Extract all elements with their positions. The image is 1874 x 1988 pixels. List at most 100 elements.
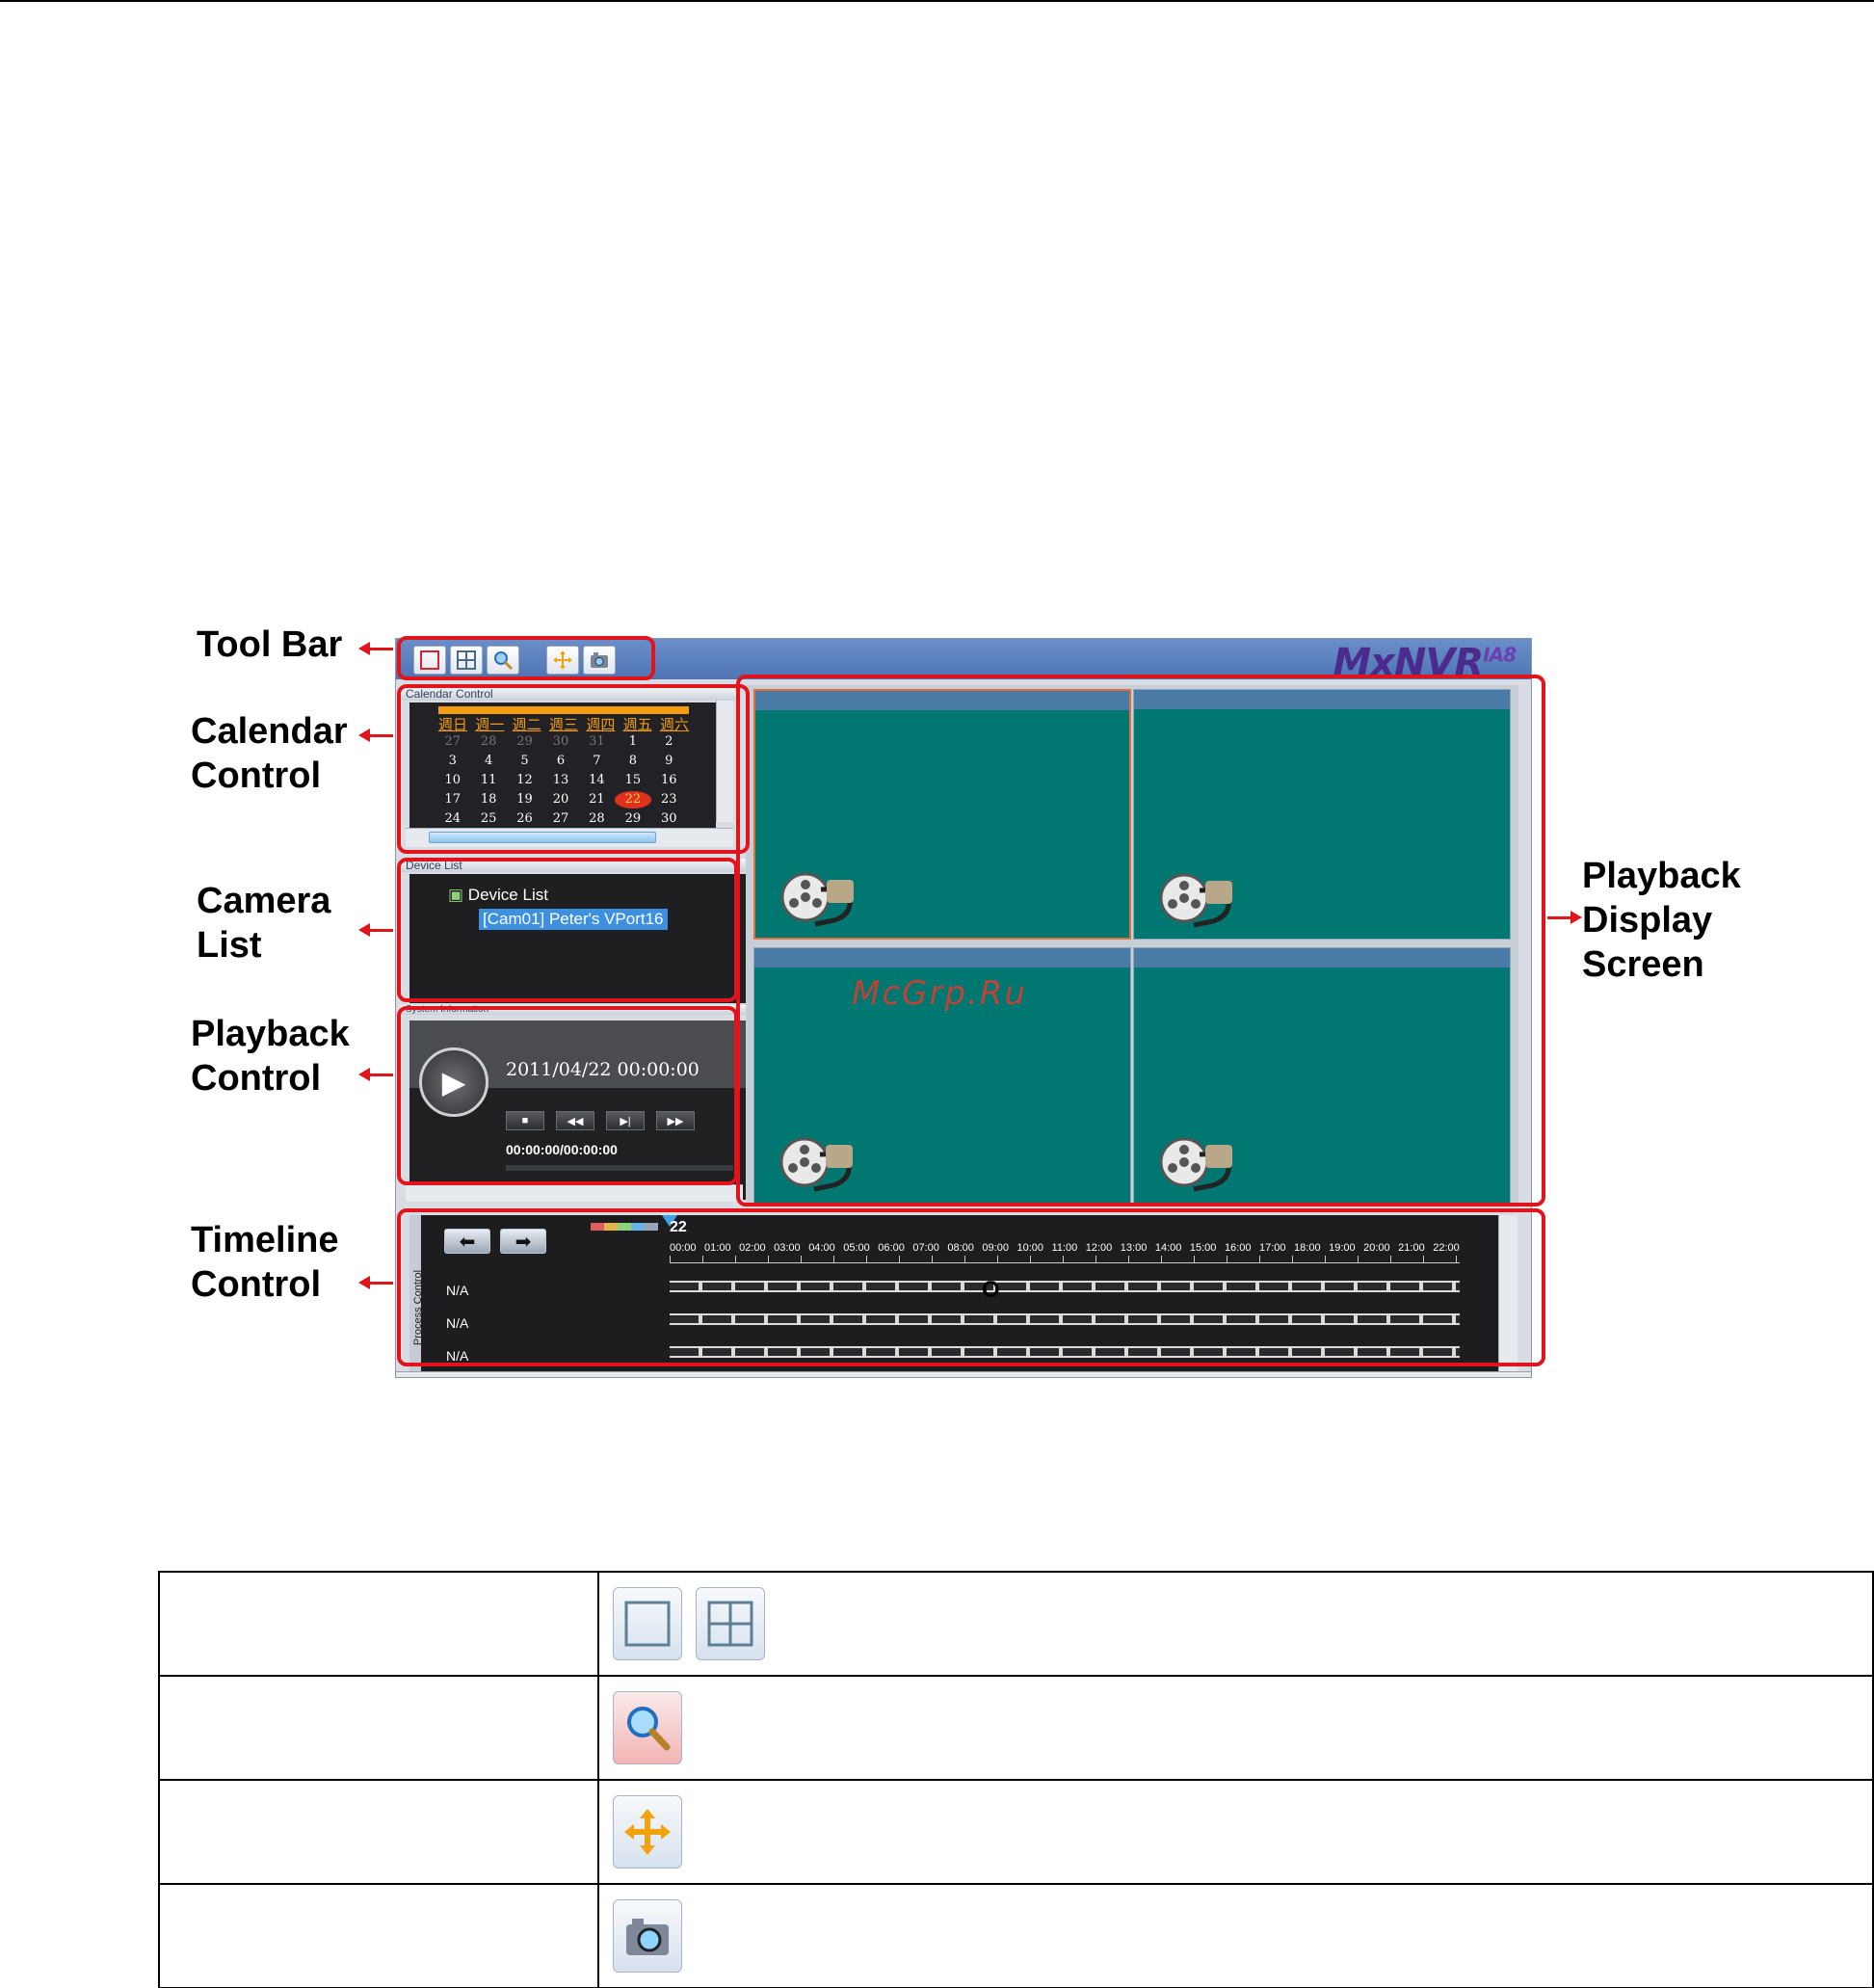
timeline-next-button[interactable]: ➡: [500, 1229, 546, 1254]
calendar-day[interactable]: 22: [615, 791, 651, 808]
calendar-day[interactable]: 23: [661, 792, 677, 807]
watermark-text: McGrp.Ru: [852, 974, 1027, 1013]
timeline-position-marker[interactable]: [662, 1215, 677, 1227]
calendar-day[interactable]: 9: [665, 754, 673, 768]
table-cell-label: [158, 1779, 599, 1885]
timeline-track-2[interactable]: [670, 1313, 1460, 1325]
table-cell-label: [158, 1675, 599, 1781]
timeline-side-tab: Process Control: [409, 1215, 424, 1375]
move-icon[interactable]: [546, 646, 579, 675]
device-list-root[interactable]: ▣ Device List: [448, 886, 548, 904]
rewind-button[interactable]: ◀◀: [556, 1111, 594, 1130]
calendar-day[interactable]: 26: [516, 811, 533, 826]
calendar-day[interactable]: 30: [661, 811, 677, 826]
step-forward-button[interactable]: ▶|: [606, 1111, 645, 1130]
table-cell-label: [158, 1571, 599, 1677]
video-cell-caption: [1134, 690, 1510, 709]
calendar-day[interactable]: 28: [480, 734, 497, 749]
calendar-day[interactable]: 7: [593, 754, 601, 768]
timeline-hour-label: 21:00: [1398, 1242, 1425, 1254]
table-row: [158, 1883, 1874, 1988]
film-reel-icon: [1159, 873, 1232, 928]
calendar-day[interactable]: 27: [552, 811, 569, 826]
play-icon[interactable]: ▶: [419, 1047, 488, 1117]
calendar-weekday-label: 週六: [659, 717, 689, 733]
app-logo: MxNVRIA8: [1333, 641, 1517, 685]
calendar-day[interactable]: 29: [516, 734, 533, 749]
timeline-hour-label: 09:00: [982, 1242, 1009, 1254]
quad-view-icon[interactable]: [450, 646, 483, 675]
calendar-day[interactable]: 6: [556, 754, 566, 768]
timeline-hour-label: 05:00: [843, 1242, 870, 1254]
table-row: [158, 1779, 1874, 1885]
calendar-day[interactable]: 31: [589, 734, 605, 749]
calendar-horizontal-scrollbar[interactable]: [406, 828, 733, 847]
video-cell-3[interactable]: [753, 947, 1131, 1204]
calendar-day[interactable]: 12: [516, 773, 533, 787]
timeline-hour-label: 00:00: [670, 1242, 697, 1254]
timeline-track-3[interactable]: [670, 1346, 1460, 1358]
calendar-day[interactable]: 3: [448, 754, 457, 768]
calendar-day[interactable]: 21: [589, 792, 605, 807]
timeline-hour-label: 22:00: [1433, 1242, 1460, 1254]
timeline-hour-label: 07:00: [912, 1242, 939, 1254]
calendar-day[interactable]: 2: [665, 734, 673, 749]
single-view-icon[interactable]: [413, 646, 446, 675]
left-panel-horizontal-scrollbar[interactable]: [406, 1184, 743, 1202]
monitor-icon: ▣: [448, 886, 464, 904]
video-cell-caption: [1134, 948, 1510, 967]
table-row: [158, 1571, 1874, 1677]
calendar-day[interactable]: 20: [552, 792, 569, 807]
timeline-hour-label: 06:00: [878, 1242, 905, 1254]
calendar-day[interactable]: 27: [444, 734, 461, 749]
calendar-day[interactable]: 4: [484, 754, 493, 768]
fast-forward-button[interactable]: ▶▶: [656, 1111, 695, 1130]
calendar-day[interactable]: 30: [552, 734, 569, 749]
calendar-day[interactable]: 1: [628, 734, 637, 749]
search-icon[interactable]: [487, 646, 519, 675]
film-reel-icon: [779, 1137, 853, 1192]
calendar-day[interactable]: 16: [661, 773, 677, 787]
calendar-vertical-scrollbar[interactable]: [716, 701, 733, 822]
timeline-track-1[interactable]: [670, 1281, 1460, 1292]
timeline-vertical-scrollbar[interactable]: [1498, 1215, 1518, 1375]
calendar-day[interactable]: 28: [589, 811, 605, 826]
calendar-panel-title: Calendar Control: [400, 687, 737, 701]
playback-progress-bar[interactable]: [506, 1165, 733, 1171]
calendar-day[interactable]: 24: [444, 811, 461, 826]
system-info-panel-title: System Information: [400, 1005, 747, 1015]
calendar-day[interactable]: 15: [624, 773, 642, 787]
table-cell-label: [158, 1883, 599, 1988]
timeline-prev-button[interactable]: ⬅: [444, 1229, 490, 1254]
calendar-day[interactable]: 13: [552, 773, 569, 787]
timeline-zoom-colors[interactable]: [591, 1223, 658, 1231]
timeline-hour-label: 03:00: [774, 1242, 801, 1254]
stop-button[interactable]: ■: [506, 1111, 544, 1130]
snapshot-icon[interactable]: [583, 646, 616, 675]
search-icon: [613, 1691, 682, 1764]
calendar-day[interactable]: 18: [480, 792, 497, 807]
calendar-day[interactable]: 14: [589, 773, 605, 787]
calendar-day[interactable]: 17: [444, 792, 461, 807]
calendar-day[interactable]: 11: [480, 773, 497, 787]
calendar-day[interactable]: 19: [516, 792, 533, 807]
video-cell-4[interactable]: [1133, 947, 1511, 1204]
calendar-day[interactable]: 10: [444, 773, 461, 787]
calendar-scroll-thumb[interactable]: [429, 832, 656, 843]
timeline-hour-label: 16:00: [1224, 1242, 1252, 1254]
calendar-day[interactable]: 25: [480, 811, 497, 826]
timeline-hour-label: 17:00: [1258, 1242, 1286, 1254]
toolbar-description-table: [158, 1571, 1874, 1988]
calendar-day[interactable]: 5: [520, 754, 529, 768]
video-cell-1[interactable]: [753, 689, 1131, 940]
camera-item-cam01[interactable]: [Cam01] Peter's VPort16: [479, 909, 668, 930]
timeline-hour-label: 14:00: [1154, 1242, 1182, 1254]
timeline-hour-label: 08:00: [947, 1242, 974, 1254]
calendar-day[interactable]: 8: [628, 754, 637, 768]
calendar-day[interactable]: 29: [624, 811, 642, 826]
video-cell-2[interactable]: [1133, 689, 1511, 940]
